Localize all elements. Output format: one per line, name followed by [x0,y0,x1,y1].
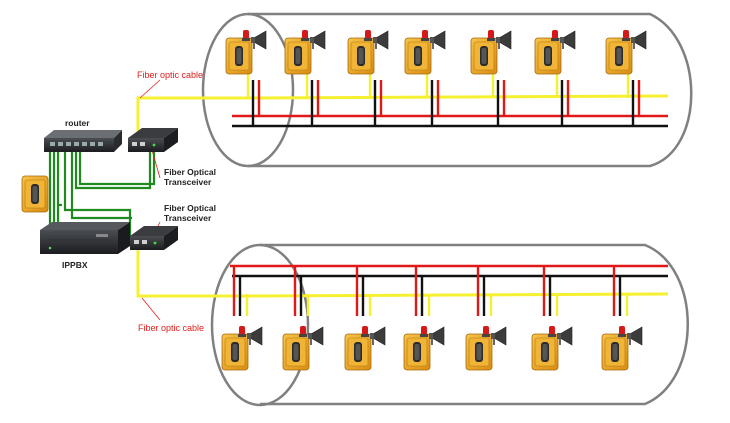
emergency-phone-icon [221,333,249,371]
emergency-phone-icon [284,37,312,75]
beacon-light-icon [421,30,429,41]
horn-speaker-icon [309,30,326,50]
horn-speaker-icon [372,30,389,50]
top-station-3 [347,30,389,75]
beacon-light-icon [622,30,630,41]
emergency-phone-icon [601,333,629,371]
top-station-4 [404,30,446,75]
beacon-light-icon [618,326,626,337]
emergency-phone-standalone-icon [21,175,49,213]
bottom-station-3 [344,326,386,371]
bottom-station-6 [531,326,573,371]
router-icon [44,130,122,152]
beacon-light-icon [551,30,559,41]
top-station-7 [605,30,647,75]
transceiver-label-bottom-line1: Fiber Optical [164,203,216,213]
bottom-drop-lines [232,266,629,316]
transceiver-label-top: Fiber Optical Transceiver [164,167,216,187]
ippbx-server-icon [40,222,130,254]
beacon-light-icon [301,30,309,41]
transceiver-label-bottom: Fiber Optical Transceiver [164,203,216,223]
beacon-light-icon [299,326,307,337]
emergency-phone-icon [225,37,253,75]
bottom-station-4 [403,326,445,371]
emergency-phone-icon [282,333,310,371]
horn-speaker-icon [428,326,445,346]
emergency-phone-icon [465,333,493,371]
horn-speaker-icon [490,326,507,346]
fiber-feeds [136,96,250,298]
emergency-phone-icon [470,37,498,75]
beacon-light-icon [238,326,246,337]
horn-speaker-icon [250,30,267,50]
label-leaders [139,79,161,321]
top-stations [225,30,647,75]
horn-speaker-icon [246,326,263,346]
horn-speaker-icon [630,30,647,50]
emergency-phone-icon [344,333,372,371]
top-station-2 [284,30,326,75]
emergency-phone-icon [605,37,633,75]
tunnel-top-entrance [201,12,295,168]
top-station-5 [470,30,512,75]
emergency-phone-icon [347,37,375,75]
horn-speaker-icon [626,326,643,346]
tunnel-top-outline [248,12,693,168]
top-station-1 [225,30,267,75]
beacon-light-icon [242,30,250,41]
top-drop-lines [246,74,641,126]
bottom-station-2 [282,326,324,371]
bottom-station-5 [465,326,507,371]
transceiver-label-top-line1: Fiber Optical [164,167,216,177]
ippbx-label: IPPBX [62,260,88,270]
router-label: router [65,118,90,128]
top-trunk-lines [232,94,669,128]
emergency-phone-icon [531,333,559,371]
beacon-light-icon [361,326,369,337]
horn-speaker-icon [559,30,576,50]
fiber-cable-label-bottom: Fiber optic cable [138,323,205,333]
bottom-station-7 [601,326,643,371]
emergency-phone-icon [404,37,432,75]
tunnel-bottom-entrance [210,243,310,407]
beacon-light-icon [548,326,556,337]
transceiver-label-bottom-line2: Transceiver [164,213,212,223]
bottom-station-1 [221,326,263,371]
fiber-transceiver-top-icon [128,128,178,152]
beacon-light-icon [487,30,495,41]
beacon-light-icon [420,326,428,337]
horn-speaker-icon [429,30,446,50]
horn-speaker-icon [495,30,512,50]
bottom-stations [221,326,643,371]
bottom-trunk-lines [230,264,669,298]
beacon-light-icon [364,30,372,41]
top-station-6 [534,30,576,75]
horn-speaker-icon [556,326,573,346]
transceiver-label-top-line2: Transceiver [164,177,212,187]
fiber-transceiver-bottom-icon [130,226,178,250]
tunnel-bottom-outline [260,243,689,406]
beacon-light-icon [482,326,490,337]
emergency-phone-icon [534,37,562,75]
emergency-phone-icon [403,333,431,371]
fiber-cable-label-top: Fiber optic cable [137,70,204,80]
horn-speaker-icon [307,326,324,346]
horn-speaker-icon [369,326,386,346]
